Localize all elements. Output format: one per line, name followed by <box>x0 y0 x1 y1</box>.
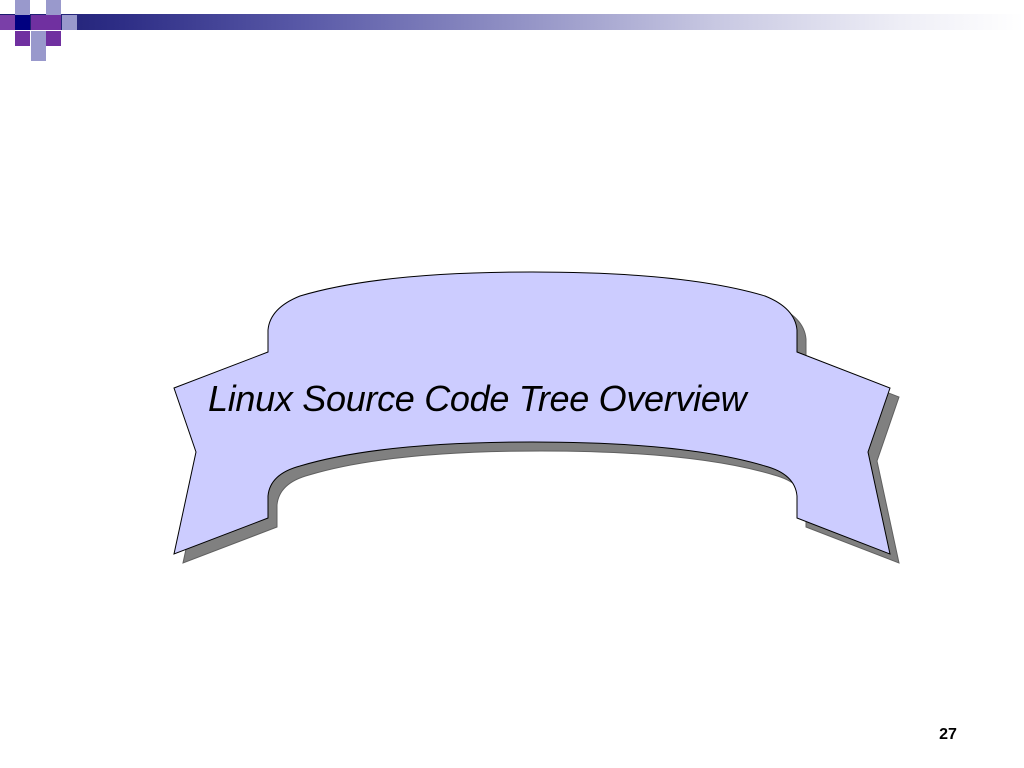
logo-square <box>46 31 61 46</box>
page-number: 27 <box>939 726 957 743</box>
logo-square <box>15 31 30 46</box>
logo-square <box>46 15 61 30</box>
logo-square <box>46 0 61 15</box>
logo-square <box>0 15 15 30</box>
slide-title: Linux Source Code Tree Overview <box>208 378 747 419</box>
logo-square <box>15 0 30 15</box>
logo-square <box>31 15 46 30</box>
checkered-logo-icon <box>0 0 80 64</box>
header-gradient-bar <box>0 14 1024 30</box>
logo-square <box>31 31 46 46</box>
logo-square <box>15 15 30 30</box>
ribbon-shape <box>173 271 891 555</box>
logo-square <box>62 15 77 30</box>
logo-square <box>31 46 46 61</box>
